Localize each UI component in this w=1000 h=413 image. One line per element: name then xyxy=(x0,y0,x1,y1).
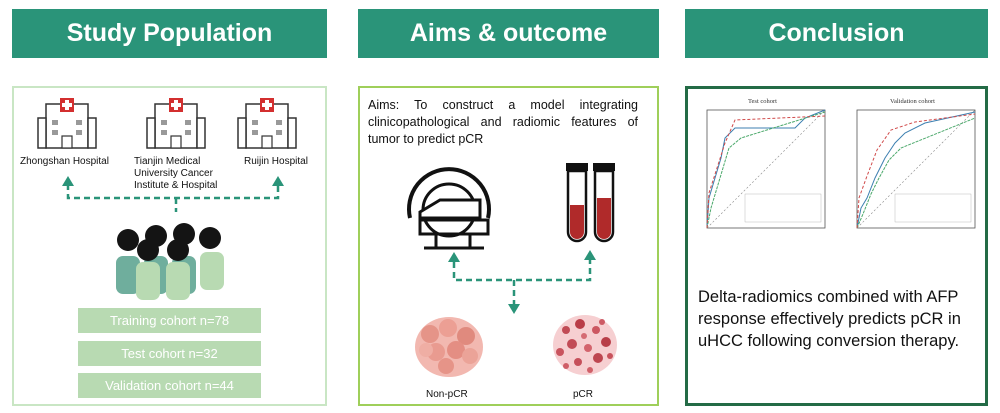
roc-plot-test: Test cohort xyxy=(695,98,830,240)
conclusion-text: Delta-radiomics combined with AFP respon… xyxy=(698,288,961,350)
plot-title: Test cohort xyxy=(748,98,777,105)
blood-tube-icon xyxy=(593,163,615,243)
aims-outcome-panel xyxy=(358,86,659,406)
hospital-icon xyxy=(237,98,297,149)
non-pcr-label: Non-pCR xyxy=(426,389,468,400)
pcr-tumor-image xyxy=(553,315,617,375)
hospital-label-tianjin: Tianjin Medical University Cancer Instit… xyxy=(134,156,218,191)
hospital-label-ruijin: Ruijin Hospital xyxy=(244,156,308,167)
cohort-test: Test cohort n=32 xyxy=(78,341,261,366)
study-population-panel xyxy=(12,86,327,406)
blood-tube-icon xyxy=(566,163,588,243)
roc-plot-validation: Validation cohort xyxy=(845,98,980,240)
aims-outcome-header: Aims & outcome xyxy=(358,9,659,58)
ct-scanner-icon xyxy=(407,167,491,250)
hospital-icon xyxy=(37,98,97,149)
patient-group-icon xyxy=(116,223,224,300)
conclusion-panel xyxy=(685,86,988,406)
hospital-connector-arrows xyxy=(66,184,280,212)
study-population-header: Study Population xyxy=(12,9,327,58)
hospital-icon xyxy=(146,98,206,149)
arrow-up-icon xyxy=(272,176,284,186)
arrow-up-icon xyxy=(584,250,596,260)
arrow-up-icon xyxy=(62,176,74,186)
cohort-validation: Validation cohort n=44 xyxy=(78,373,261,398)
aims-connector-arrows xyxy=(452,258,592,306)
non-pcr-tumor-image xyxy=(415,317,483,377)
cohort-training: Training cohort n=78 xyxy=(78,308,261,333)
pcr-label: pCR xyxy=(573,389,594,400)
plot-title: Validation cohort xyxy=(890,98,935,105)
arrow-up-icon xyxy=(448,252,460,262)
aims-text: Aims: To construct a model integrating c… xyxy=(368,98,638,146)
arrow-down-icon xyxy=(508,304,520,314)
conclusion-header: Conclusion xyxy=(685,9,988,58)
hospital-label-zhongshan: Zhongshan Hospital xyxy=(20,156,109,167)
